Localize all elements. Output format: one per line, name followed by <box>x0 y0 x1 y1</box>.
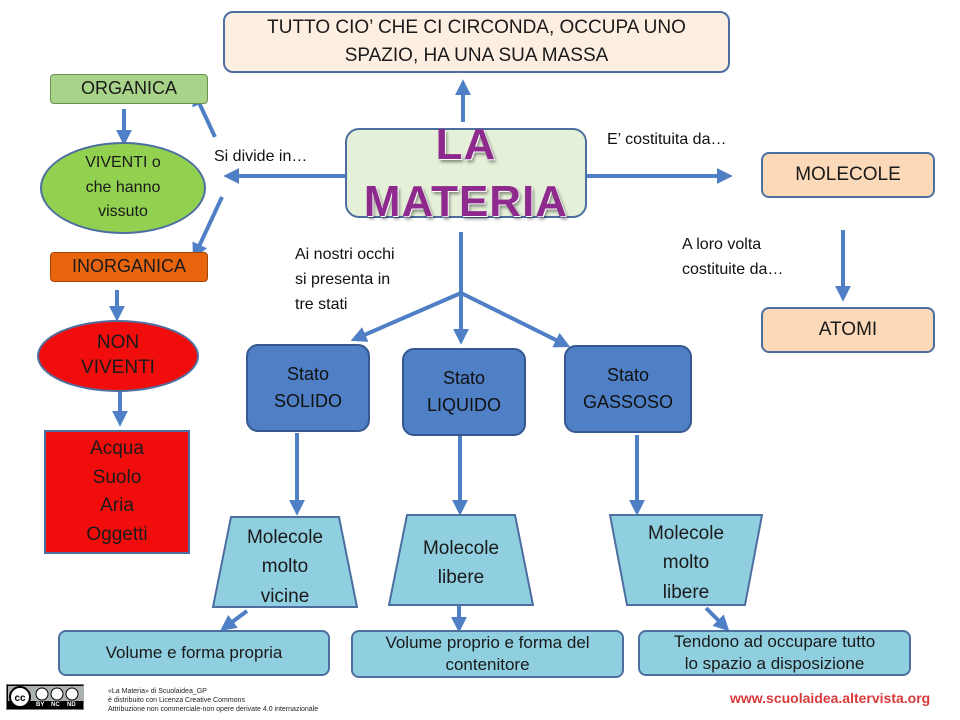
volume-gassoso-line-2: lo spazio a disposizione <box>684 654 865 673</box>
license-line-3: Attribuzione non commerciale-non opere d… <box>108 705 319 713</box>
label-occhi: Ai nostri occhi si presenta in tre stati <box>295 243 395 317</box>
mol-gassoso-line-1: Molecole <box>647 523 725 544</box>
trapezoid-shape <box>609 514 763 606</box>
occhi-line-1: Ai nostri occhi <box>295 246 395 263</box>
atomi-box: ATOMI <box>761 307 935 353</box>
organica-label: ORGANICA <box>80 78 177 99</box>
example-3: Aria <box>100 495 134 516</box>
molecole-label: MOLECOLE <box>795 163 901 185</box>
arrow-to-solido <box>350 291 462 342</box>
viventi-line-1: VIVENTI o <box>85 153 161 171</box>
non-viventi-line-1: NON <box>96 332 140 354</box>
cc-icon: cc <box>8 686 84 708</box>
volume-liquido: Volume proprio e forma del contenitore <box>351 630 624 678</box>
volume-liquido-line-2: contenitore <box>445 655 530 674</box>
state-gassoso-line-2: GASSOSO <box>582 392 674 412</box>
arrow-to-inorganica <box>192 196 224 260</box>
mol-solido-line-2: molto <box>261 556 309 578</box>
molecole-box: MOLECOLE <box>761 152 935 198</box>
site-link[interactable]: www.scuolaidea.altervista.org <box>730 690 931 706</box>
cc-nd: ND <box>67 702 76 708</box>
example-2: Suolo <box>92 466 142 488</box>
label-a-loro: A loro volta costituite da… <box>682 233 783 283</box>
molecole-liquido: Molecole libere <box>388 514 534 606</box>
inorganica-label: INORGANICA <box>71 256 186 277</box>
trapezoid-shape <box>212 516 358 608</box>
license-line-2: è distribuito con Licenza Creative Commo… <box>108 696 245 704</box>
a-loro-line-2: costituite da… <box>682 260 784 278</box>
non-viventi-line-2: VIVENTI <box>81 357 155 378</box>
arrow-mol3-vol <box>704 606 730 632</box>
atomi-label: ATOMI <box>818 318 878 340</box>
example-1: Acqua <box>90 438 144 459</box>
state-liquido-line-1: Stato <box>442 368 486 388</box>
volume-gassoso-line-1: Tendono ad occupare tutto <box>673 631 876 651</box>
arrow-to-gassoso <box>460 291 571 348</box>
mol-liquido-line-2: libere <box>437 567 485 589</box>
volume-solido: Volume e forma propria <box>58 630 330 676</box>
non-viventi-ellipse: NON VIVENTI <box>37 320 199 392</box>
state-gassoso: Stato GASSOSO <box>564 345 692 433</box>
state-liquido: Stato LIQUIDO <box>402 348 526 436</box>
volume-liquido-line-1: Volume proprio e forma del <box>385 632 590 652</box>
occhi-line-3: tre stati <box>295 295 348 313</box>
state-solido-line-2: SOLIDO <box>273 391 343 411</box>
viventi-line-3: vissuto <box>98 203 148 221</box>
license-text: «La Materia» di Scuolaidea_GP è distribu… <box>108 688 318 714</box>
center-box: LA MATERIA <box>345 120 587 226</box>
mol-gassoso-line-3: libere <box>662 581 710 603</box>
inorganica-box: INORGANICA <box>50 252 208 282</box>
example-4: Oggetti <box>86 523 148 545</box>
examples-box: Acqua Suolo Aria Oggetti <box>44 430 190 554</box>
definition-line-2: SPAZIO, HA UNA SUA MASSA <box>344 45 609 66</box>
organica-box: ORGANICA <box>50 74 208 104</box>
label-costituita: E’ costituita da… <box>607 131 727 148</box>
molecole-solido: Molecole molto vicine <box>212 516 358 608</box>
occhi-line-2: si presenta in <box>295 270 391 288</box>
mol-solido-line-3: vicine <box>260 585 310 607</box>
state-gassoso-line-1: Stato <box>606 365 650 385</box>
a-loro-line-1: A loro volta <box>682 236 762 253</box>
label-si-divide: Si divide in… <box>214 148 308 165</box>
viventi-ellipse: VIVENTI o che hanno vissuto <box>40 142 206 234</box>
volume-gassoso: Tendono ad occupare tutto lo spazio a di… <box>638 630 911 676</box>
mol-gassoso-line-2: molto <box>662 552 710 574</box>
volume-solido-line-1: Volume e forma propria <box>105 642 283 662</box>
svg-text:cc: cc <box>14 693 26 704</box>
cc-license-badge: cc BY NC ND <box>6 684 84 710</box>
cc-nc: NC <box>51 702 60 708</box>
mol-solido-line-1: Molecole <box>246 527 324 548</box>
state-liquido-line-2: LIQUIDO <box>426 395 501 415</box>
center-title: LA MATERIA <box>363 119 569 226</box>
cc-by: BY <box>36 702 45 708</box>
arrow-mol1-vol <box>220 609 249 631</box>
trapezoid-shape <box>388 514 534 606</box>
definition-box: TUTTO CIO’ CHE CI CIRCONDA, OCCUPA UNO S… <box>223 11 730 73</box>
state-solido: Stato SOLIDO <box>246 344 370 432</box>
definition-line-1: TUTTO CIO’ CHE CI CIRCONDA, OCCUPA UNO <box>267 17 686 39</box>
license-line-1: «La Materia» di Scuolaidea_GP <box>108 688 207 695</box>
viventi-line-2: che hanno <box>85 178 161 196</box>
mol-liquido-line-1: Molecole <box>422 538 500 559</box>
state-solido-line-1: Stato <box>286 364 330 384</box>
molecole-gassoso: Molecole molto libere <box>609 514 763 606</box>
